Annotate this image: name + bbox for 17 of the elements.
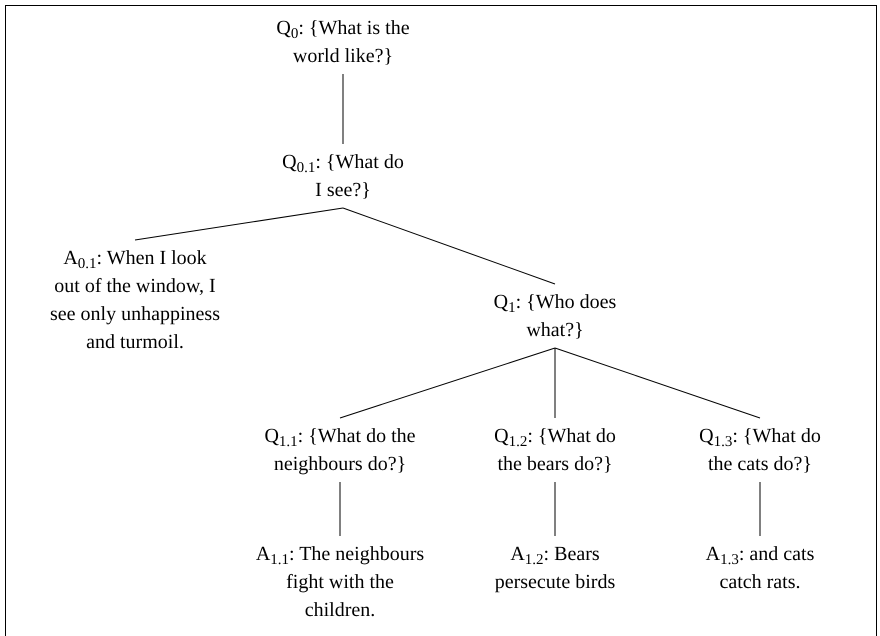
tree-node-text: Q$_{1.1}$: {What do the neighbours do?} (245, 422, 435, 478)
tree-node-text: A$_{1.2}$: Bears persecute birds (475, 540, 635, 596)
tree-node-text: A$_{1.3}$: and cats catch rats. (685, 540, 835, 596)
tree-node-text: A$_{0.1}$: When I look out of the window, I see only unhappiness and turmoil. (50, 244, 220, 356)
tree-node-text: Q$_{1.3}$: {What do the cats do?} (685, 422, 835, 478)
connector-line (342, 208, 556, 284)
connector-line (554, 348, 760, 418)
connector-line (134, 208, 344, 240)
tree-node-text: A$_{1.1}$: The neighbours fight with the children. (255, 540, 425, 624)
connector-line (554, 482, 556, 536)
connector-line (342, 74, 344, 144)
tree-node-text: Q$_{0.1}$: {What do I see?} (278, 148, 408, 204)
connector-line (340, 348, 556, 418)
tree-node-text: Q$_{0}$: {What is the world like?} (268, 14, 418, 70)
connector-line (554, 348, 556, 418)
tree-node-text: Q$_{1.2}$: {What do the bears do?} (480, 422, 630, 478)
tree-node-text: Q$_{1}$: {Who does what?} (490, 288, 620, 344)
